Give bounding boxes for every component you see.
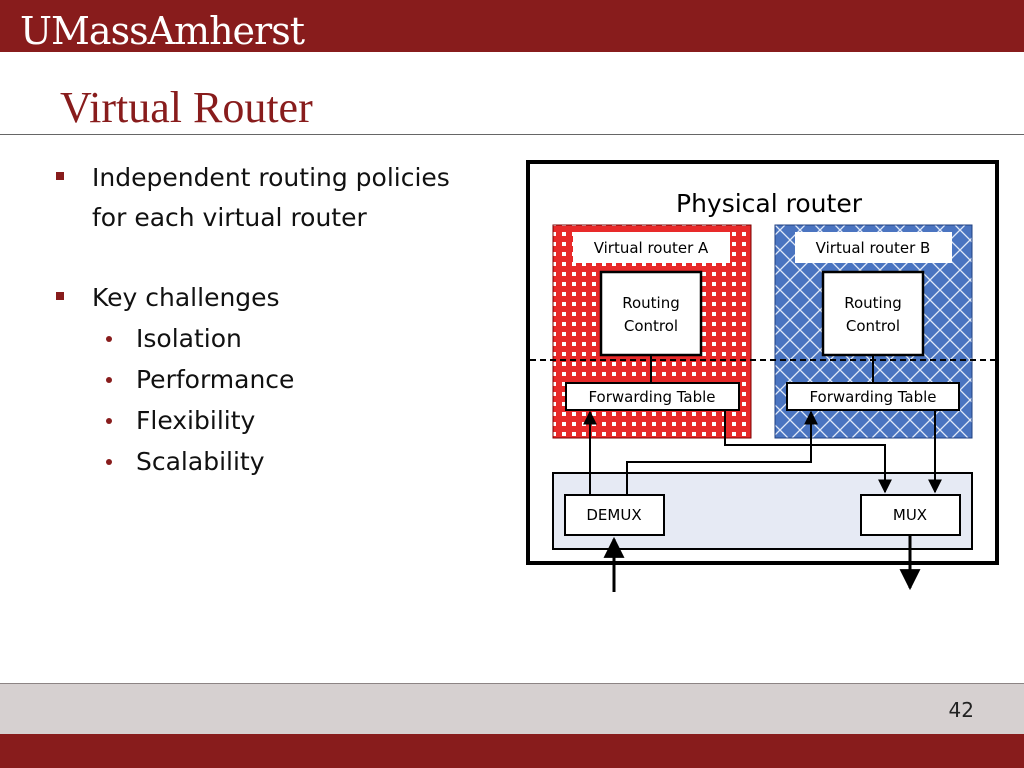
virtual-router-a-label: Virtual router A (594, 239, 709, 257)
routing-control-b-line1: Routing (844, 294, 902, 312)
header-bar: UMassAmherst (0, 0, 1024, 52)
virtual-router-b-label: Virtual router B (816, 239, 931, 257)
mux-label: MUX (893, 506, 927, 524)
demux-to-table-b-arrow (626, 410, 818, 495)
physical-router-label: Physical router (676, 189, 863, 218)
sub-bullet-item: Isolation (56, 318, 516, 359)
forwarding-table-b-label: Forwarding Table (809, 388, 936, 406)
forwarding-table-a (565, 382, 740, 411)
routing-control-b (821, 270, 925, 357)
routing-control-a-line1: Routing (622, 294, 680, 312)
routing-control-a (599, 270, 703, 357)
table-a-to-mux-arrow (724, 410, 892, 494)
routing-control-b-line2: Control (846, 317, 900, 335)
sub-bullet-item: Performance (56, 359, 516, 400)
bullet-text: Independent routing policies (92, 163, 450, 192)
forwarding-table-a-label: Forwarding Table (588, 388, 715, 406)
slide-title: Virtual Router (60, 83, 313, 132)
bullet-item: Key challenges (56, 278, 516, 318)
footer-band: 42 (0, 683, 1024, 734)
demux-box (564, 494, 665, 536)
page-number: 42 (948, 698, 974, 722)
title-divider (0, 134, 1024, 135)
virtual-router-b-label-box (795, 232, 952, 263)
sub-bullet-item: Scalability (56, 441, 516, 482)
bullet-text: for each virtual router (92, 203, 367, 232)
sub-bullet-item: Flexibility (56, 400, 516, 441)
routing-control-a-line2: Control (624, 317, 678, 335)
bullet-item: Independent routing policies for each vi… (56, 158, 516, 238)
umass-logo: UMassAmherst (20, 9, 305, 53)
bottom-bar (0, 734, 1024, 768)
virtual-router-a-label-box (573, 232, 730, 263)
forwarding-table-b (786, 382, 960, 411)
demux-label: DEMUX (586, 506, 641, 524)
bullet-list: Independent routing policies for each vi… (56, 158, 516, 482)
mux-box (860, 494, 961, 536)
